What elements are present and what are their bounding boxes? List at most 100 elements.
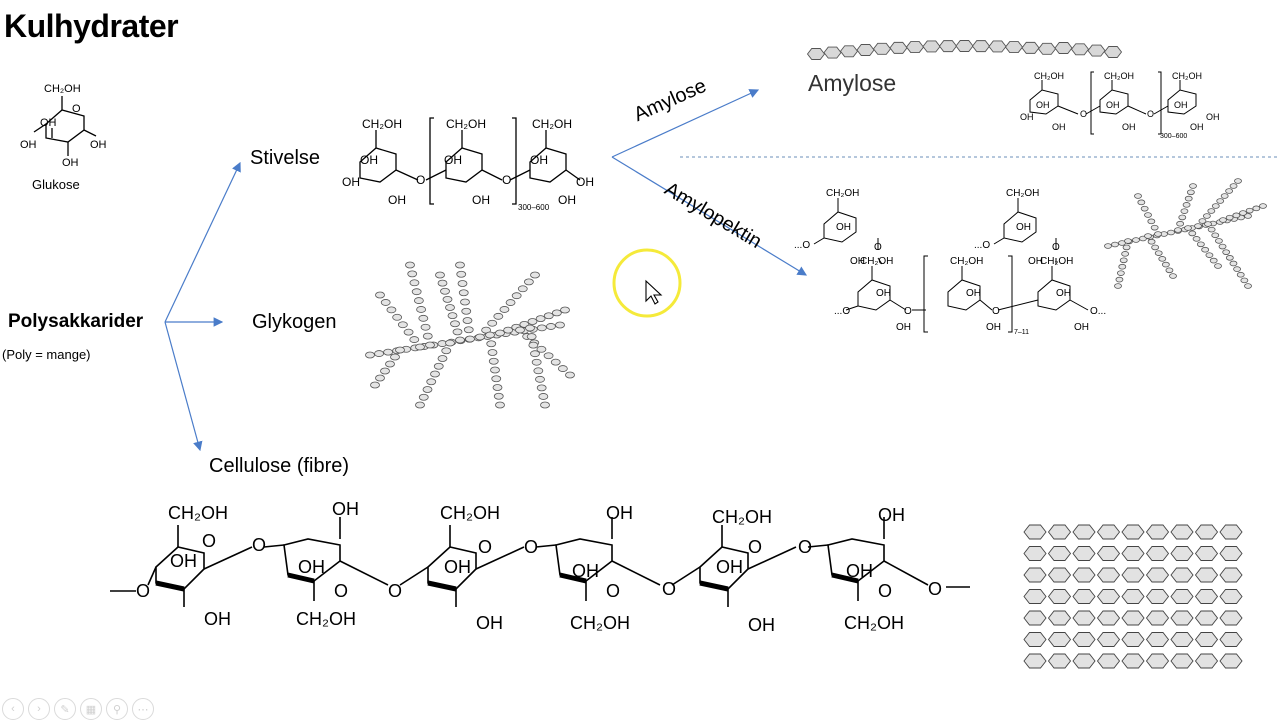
amylopectin-bead — [1205, 252, 1214, 258]
amylopectin-bead — [1215, 238, 1223, 244]
amylopectin-bead — [1184, 195, 1193, 202]
cellulose-hexagon — [1096, 567, 1121, 583]
amylopectin-bead — [1236, 271, 1245, 278]
glycogen-bead — [416, 306, 427, 313]
cellulose-sheet-model — [1023, 524, 1243, 669]
pen-icon[interactable]: ✎ — [54, 698, 76, 720]
cellulose-hexagon — [1170, 610, 1194, 626]
starch-label: Stivelse — [250, 147, 321, 169]
cellulose-hexagon — [1194, 610, 1219, 626]
svg-text:OH: OH — [986, 322, 1001, 333]
glycogen-bead — [538, 393, 549, 400]
cellulose-hexagon — [1219, 610, 1243, 626]
svg-text:O: O — [1080, 109, 1087, 119]
amylose-bead — [938, 40, 958, 53]
poly-note: (Poly = mange) — [2, 347, 91, 362]
amylopectin-bead — [1198, 218, 1207, 224]
amylopectin-bead — [1207, 226, 1216, 233]
amylose-bead — [1004, 41, 1024, 54]
glycogen-bead — [386, 306, 397, 314]
amylopectin-structure: CH₂OH CH₂OH CH₂OH CH₂OH CH₂OH O O O O ..… — [794, 188, 1106, 336]
cellulose-hexagon — [1072, 632, 1096, 647]
amylopectin-bead — [1240, 277, 1249, 284]
svg-text:OH: OH — [444, 153, 462, 167]
amylopectin-bead — [1244, 283, 1252, 289]
svg-text:OH: OH — [1206, 112, 1220, 122]
glycogen-bead — [395, 346, 405, 354]
glycogen-bead — [447, 312, 458, 320]
glycogen-bead — [493, 312, 504, 320]
glycogen-bead — [418, 393, 429, 401]
svg-text:O: O — [478, 537, 492, 557]
amylopectin-bead — [1189, 183, 1197, 189]
cellulose-hexagon — [1170, 546, 1194, 561]
glycogen-bead — [455, 261, 465, 269]
amylopectin-bead — [1147, 238, 1156, 245]
prev-icon[interactable]: ‹ — [2, 698, 24, 720]
svg-text:CH₂OH: CH₂OH — [712, 507, 772, 527]
svg-text:OH: OH — [576, 175, 594, 189]
svg-text:CH₂OH: CH₂OH — [44, 83, 81, 95]
amylopectin-bead — [1132, 237, 1140, 243]
glycogen-bead — [499, 306, 510, 313]
glycogen-bead — [565, 371, 575, 379]
svg-text:OH: OH — [62, 157, 79, 169]
glycogen-bead — [526, 333, 537, 340]
glycogen-bead — [536, 384, 547, 392]
amylopectin-bead — [1114, 283, 1122, 289]
amylopectin-bead — [1234, 178, 1242, 184]
page-title: Kulhydrater — [4, 8, 179, 44]
glycogen-bead — [492, 384, 503, 391]
svg-text:OH: OH — [1122, 122, 1136, 132]
zoom-icon[interactable]: ⚲ — [106, 698, 128, 720]
glycogen-bead — [425, 341, 435, 349]
amylopectin-bead — [1122, 244, 1131, 251]
amylopectin-bead — [1192, 236, 1201, 242]
svg-text:O: O — [1052, 242, 1060, 253]
cellulose-hexagon — [1219, 653, 1243, 669]
svg-text:CH₂OH: CH₂OH — [570, 613, 630, 633]
svg-text:O: O — [992, 306, 1000, 317]
svg-text:CH₂OH: CH₂OH — [1040, 256, 1073, 267]
svg-text:OH: OH — [748, 615, 775, 635]
cellulose-hexagon — [1170, 567, 1194, 583]
glycogen-bead — [505, 299, 516, 306]
amylose-chain-model — [806, 40, 1123, 60]
cellulose-hexagon — [1047, 524, 1072, 540]
amylopectin-bead — [1137, 199, 1146, 206]
slides-icon[interactable]: ▦ — [80, 698, 102, 720]
cellulose-hexagon — [1219, 632, 1243, 647]
glycogen-bead — [462, 317, 473, 324]
glycogen-bead — [375, 291, 385, 299]
glycogen-bead — [411, 288, 422, 296]
svg-text:O: O — [1147, 109, 1154, 119]
svg-text:CH₂OH: CH₂OH — [362, 117, 402, 131]
amylopectin-bead — [1245, 207, 1254, 214]
glycogen-bead — [415, 401, 425, 409]
starch-structure: CH₂OH CH₂OH CH₂OH O O OH OH OH OH OH OH … — [342, 117, 594, 212]
svg-text:CH₂OH: CH₂OH — [440, 503, 500, 523]
cursor-icon — [645, 279, 663, 305]
cellulose-hexagon — [1121, 567, 1145, 583]
next-icon[interactable]: › — [28, 698, 50, 720]
glycogen-bead — [380, 367, 390, 375]
amylopectin-bead — [1229, 183, 1238, 189]
svg-text:OH: OH — [1106, 100, 1120, 110]
amylopectin-bead — [1147, 218, 1156, 225]
amylopectin-bead — [1182, 202, 1191, 208]
glycogen-bead — [456, 270, 467, 278]
amylopectin-bead — [1196, 241, 1205, 248]
cellulose-hexagon — [1072, 567, 1096, 583]
presenter-toolbar: ‹ › ✎ ▦ ⚲ ⋯ — [2, 698, 154, 720]
glycogen-bead — [528, 341, 539, 349]
svg-text:CH₂OH: CH₂OH — [532, 117, 572, 131]
svg-text:CH₂OH: CH₂OH — [1172, 71, 1202, 81]
cellulose-hexagon — [1096, 653, 1121, 669]
svg-text:OH: OH — [1016, 222, 1031, 233]
more-icon[interactable]: ⋯ — [132, 698, 154, 720]
svg-text:OH: OH — [40, 117, 57, 129]
cellulose-hexagon — [1023, 610, 1047, 626]
svg-text:O...: O... — [1090, 306, 1106, 317]
cellulose-hexagon — [1121, 546, 1145, 561]
